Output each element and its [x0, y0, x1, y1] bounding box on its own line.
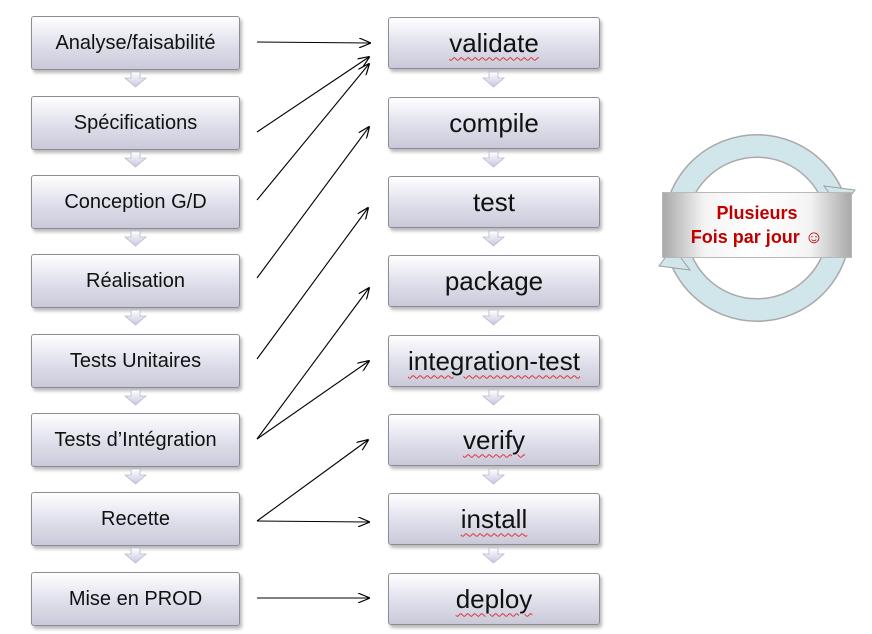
mapping-arrow — [256, 42, 370, 43]
step-tests-integration: Tests d’Intégration — [31, 413, 240, 467]
step-label: Analyse/faisabilité — [55, 31, 216, 54]
step-label: Réalisation — [86, 269, 185, 292]
phase-install: install — [388, 493, 600, 545]
phase-integration-test: integration-test — [388, 335, 600, 387]
down-arrow-icon — [481, 547, 506, 564]
phase-label: validate — [449, 27, 539, 58]
cycle-label-line1: Plusieurs — [716, 203, 798, 223]
phase-verify: verify — [388, 414, 600, 466]
phase-label: integration-test — [408, 345, 580, 376]
step-realisation: Réalisation — [31, 254, 240, 308]
down-arrow-icon — [123, 230, 148, 247]
step-tests-unitaires: Tests Unitaires — [31, 334, 240, 388]
phase-label: verify — [462, 424, 526, 455]
down-arrow-icon — [481, 389, 506, 406]
down-arrow-icon — [123, 151, 148, 168]
cycle-label-line2: Fois par jour ☺ — [690, 227, 824, 247]
down-arrow-icon — [481, 230, 506, 247]
step-label: Conception G/D — [64, 190, 207, 213]
down-arrow-icon — [123, 547, 148, 564]
mapping-arrow — [256, 57, 369, 133]
step-specifications: Spécifications — [31, 96, 240, 150]
phase-deploy: deploy — [388, 573, 600, 625]
step-label: Mise en PROD — [68, 587, 203, 610]
step-analyse: Analyse/faisabilité — [31, 16, 240, 70]
down-arrow-icon — [123, 389, 148, 406]
step-recette: Recette — [31, 492, 240, 546]
phase-package: package — [388, 255, 600, 307]
phase-label: package — [444, 265, 544, 296]
mapping-arrow — [256, 127, 369, 279]
down-arrow-icon — [123, 71, 148, 88]
down-arrow-icon — [481, 151, 506, 168]
step-mise-en-prod: Mise en PROD — [31, 572, 240, 626]
down-arrow-icon — [481, 309, 506, 326]
mapping-arrow — [256, 288, 369, 440]
phase-label: deploy — [455, 583, 533, 614]
phase-label: compile — [449, 107, 539, 138]
down-arrow-icon — [123, 468, 148, 485]
phase-test: test — [388, 176, 600, 228]
mapping-arrow — [256, 208, 368, 360]
step-label: Spécifications — [73, 111, 198, 134]
phase-label: install — [460, 503, 528, 534]
step-conception: Conception G/D — [31, 175, 240, 229]
phase-label: test — [473, 186, 515, 217]
step-label: Tests Unitaires — [69, 349, 202, 372]
mapping-arrow — [256, 64, 369, 201]
step-label: Recette — [101, 507, 170, 530]
phase-validate: validate — [388, 17, 600, 69]
mapping-arrow — [256, 521, 369, 522]
right-flow-arrows — [481, 71, 506, 564]
cycle-banner: Plusieurs Fois par jour ☺ — [662, 192, 852, 258]
phase-compile: compile — [388, 97, 600, 149]
mapping-arrow — [256, 361, 369, 440]
mapping-arrows — [256, 42, 370, 598]
down-arrow-icon — [123, 309, 148, 326]
down-arrow-icon — [481, 71, 506, 88]
step-label: Tests d’Intégration — [54, 428, 217, 451]
left-flow-arrows — [123, 71, 148, 564]
down-arrow-icon — [481, 468, 506, 485]
mapping-arrow — [256, 440, 368, 522]
